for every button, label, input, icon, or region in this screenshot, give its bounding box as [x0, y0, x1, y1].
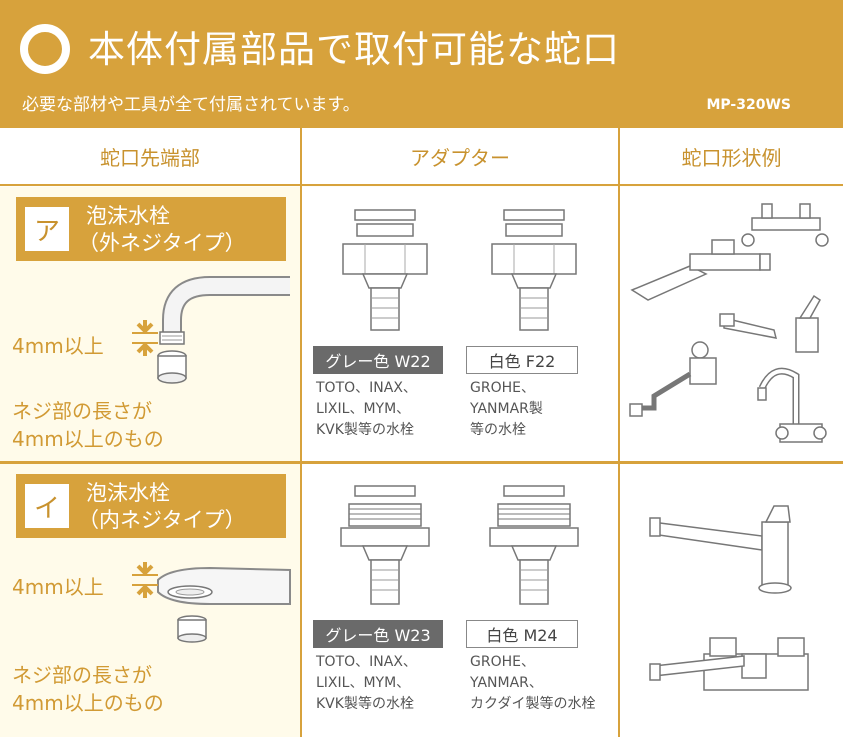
internal-thread-faucet-illustration: [157, 566, 291, 643]
adapter-w22-illustration: [342, 209, 428, 331]
circle-icon: [20, 24, 70, 74]
type-name: 泡沫水栓: [86, 204, 170, 228]
thread-note-line1: ネジ部の長さが: [12, 399, 152, 423]
row-a-adapter-cell: [302, 187, 618, 461]
measure-label: 4mm以上: [12, 575, 104, 599]
thread-note-line2: 4mm以上のもの: [12, 691, 164, 715]
column-header-adapter: アダプター: [302, 128, 618, 186]
measure-arrows-icon: [132, 320, 158, 356]
type-letter: ア: [25, 207, 69, 251]
measure-label: 4mm以上: [12, 334, 104, 358]
divider: [300, 128, 302, 737]
thread-note-line2: 4mm以上のもの: [12, 427, 164, 451]
type-tag-b: イ 泡沫水栓 （内ネジタイプ）: [16, 474, 286, 538]
row-b-faucet-cell: [620, 464, 843, 737]
adapter-label-w22: グレー色 W22: [313, 346, 443, 374]
faucet-examples-b-illustration: [649, 505, 809, 691]
column-header-faucet-examples: 蛇口形状例: [620, 128, 843, 186]
adapter-label-f22: 白色 F22: [466, 346, 578, 374]
adapter-w23-illustration: [340, 485, 430, 605]
type-tag-a: ア 泡沫水栓 （外ネジタイプ）: [16, 197, 286, 261]
faucet-examples-a-illustration: [629, 203, 829, 443]
adapter-brands-w23: TOTO、INAX、 LIXIL、MYM、 KVK製等の水栓: [316, 654, 417, 712]
adapter-f22-illustration: [491, 209, 577, 331]
type-detail: （内ネジタイプ）: [78, 508, 246, 532]
page-subtitle: 必要な部材や工具が全て付属されています。: [22, 95, 360, 115]
adapter-brands-f22: GROHE、 YANMAR製 等の水栓: [470, 380, 543, 438]
type-name: 泡沫水栓: [86, 481, 170, 505]
measure-arrows-icon: [132, 562, 158, 598]
header-banner: 本体付属部品で取付可能な蛇口 必要な部材や工具が全て付属されています。 MP-3…: [0, 0, 843, 128]
model-number: MP-320WS: [706, 97, 791, 113]
adapter-brands-m24: GROHE、 YANMAR、 カクダイ製等の水栓: [470, 654, 596, 712]
adapter-brands-w22: TOTO、INAX、 LIXIL、MYM、 KVK製等の水栓: [316, 380, 417, 438]
adapter-label-w23: グレー色 W23: [313, 620, 443, 648]
thread-note-line1: ネジ部の長さが: [12, 663, 152, 687]
column-header-tip: 蛇口先端部: [0, 128, 300, 186]
external-thread-faucet-illustration: [157, 276, 290, 384]
divider: [0, 461, 843, 464]
page-title: 本体付属部品で取付可能な蛇口: [88, 28, 620, 71]
type-letter: イ: [25, 484, 69, 528]
type-detail: （外ネジタイプ）: [78, 231, 246, 255]
adapter-m24-illustration: [489, 485, 579, 605]
adapter-label-m24: 白色 M24: [466, 620, 578, 648]
divider: [618, 128, 620, 737]
